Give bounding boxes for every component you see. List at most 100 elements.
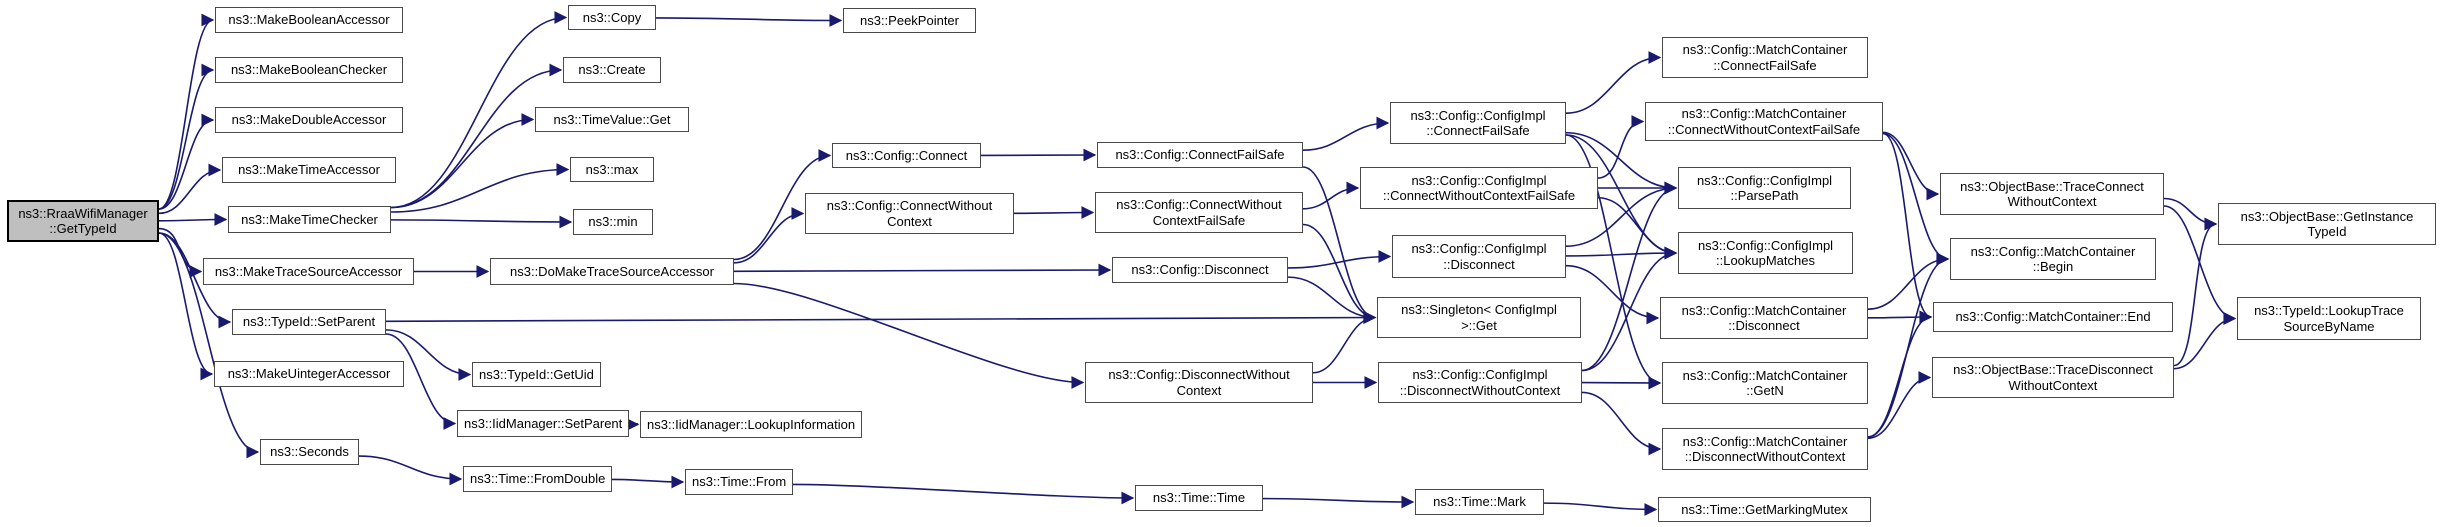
edge-matchcontainer-connect-without-context-failsafe--objectbase-traceconnect-without-context xyxy=(1882,131,1940,201)
graph-node-typeid-getuid[interactable]: ns3::TypeId::GetUid xyxy=(472,362,601,387)
graph-node-configimpl-connect-without-context-failsafe[interactable]: ns3::Config::ConfigImpl ::ConnectWithout… xyxy=(1360,167,1598,209)
edge-make-time-checker--timevalue-get xyxy=(390,113,535,209)
graph-node-objectbase-getinstancetypeid[interactable]: ns3::ObjectBase::GetInstance TypeId xyxy=(2218,203,2436,245)
graph-node-typeid-setparent[interactable]: ns3::TypeId::SetParent xyxy=(232,309,386,335)
edge-matchcontainer-disconnect--matchcontainer-end xyxy=(1867,310,1933,324)
edge-matchcontainer-disconnect-without-context--objectbase-tracedisconnect-without-context xyxy=(1867,371,1932,440)
edge-config-connect-without-context-failsafe--configimpl-connect-without-context-failsafe xyxy=(1302,181,1360,210)
edge-root-gettypeid--make-time-accessor xyxy=(158,163,222,215)
graph-node-min[interactable]: ns3::min xyxy=(573,209,653,235)
edge-iidmanager-setparent--iidmanager-lookupinformation xyxy=(626,418,640,431)
graph-node-make-boolean-checker[interactable]: ns3::MakeBooleanChecker xyxy=(215,57,403,83)
edge-root-gettypeid--make-boolean-accessor xyxy=(158,13,215,210)
edge-typeid-setparent--typeid-getuid xyxy=(385,329,472,381)
graph-node-configimpl-connectfailsafe[interactable]: ns3::Config::ConfigImpl ::ConnectFailSaf… xyxy=(1390,102,1566,144)
edge-root-gettypeid--seconds xyxy=(158,232,260,459)
edge-configimpl-disconnect--configimpl-lookupmatches xyxy=(1565,246,1678,260)
edge-configimpl-connectfailsafe--matchcontainer-connectfailsafe xyxy=(1565,51,1662,114)
graph-node-objectbase-tracedisconnect-without-context[interactable]: ns3::ObjectBase::TraceDisconnect Without… xyxy=(1932,357,2174,398)
graph-node-make-boolean-accessor[interactable]: ns3::MakeBooleanAccessor xyxy=(215,7,403,33)
graph-node-time-time[interactable]: ns3::Time::Time xyxy=(1135,485,1263,511)
edge-make-time-checker--create xyxy=(390,63,563,209)
graph-node-time-getmarkingmutex[interactable]: ns3::Time::GetMarkingMutex xyxy=(1658,497,1871,522)
edge-config-disconnect--configimpl-disconnect xyxy=(1287,250,1392,269)
edge-configimpl-disconnect-without-context--configimpl-lookupmatches xyxy=(1581,246,1678,372)
edge-make-time-checker--copy xyxy=(390,11,568,209)
edge-typeid-setparent--singleton-configimpl-get xyxy=(385,311,1377,324)
edge-root-gettypeid--make-time-checker xyxy=(158,213,228,226)
edge-seconds--time-fromdouble xyxy=(358,455,463,486)
graph-node-time-fromdouble[interactable]: ns3::Time::FromDouble xyxy=(463,466,613,492)
graph-node-make-trace-source-accessor[interactable]: ns3::MakeTraceSourceAccessor xyxy=(203,258,414,285)
edge-config-disconnect-without-context--singleton-configimpl-get xyxy=(1312,311,1377,374)
graph-node-copy[interactable]: ns3::Copy xyxy=(568,5,656,30)
graph-node-create[interactable]: ns3::Create xyxy=(563,57,661,83)
graph-node-time-mark[interactable]: ns3::Time::Mark xyxy=(1415,489,1544,515)
edge-time-time--time-mark xyxy=(1262,495,1415,509)
graph-node-seconds[interactable]: ns3::Seconds xyxy=(260,439,359,465)
graph-node-peekpointer[interactable]: ns3::PeekPointer xyxy=(843,8,976,33)
edge-make-time-checker--max xyxy=(390,163,570,213)
graph-node-configimpl-disconnect-without-context[interactable]: ns3::Config::ConfigImpl ::DisconnectWith… xyxy=(1378,362,1582,403)
graph-node-config-connectfailsafe[interactable]: ns3::Config::ConnectFailSafe xyxy=(1097,142,1303,168)
graph-node-iidmanager-lookupinformation[interactable]: ns3::IidManager::LookupInformation xyxy=(640,411,863,438)
edge-configimpl-connectfailsafe--configimpl-parsepath xyxy=(1565,131,1678,195)
edge-do-make-trace-source-accessor--config-disconnect xyxy=(733,263,1112,277)
graph-node-config-connect[interactable]: ns3::Config::Connect xyxy=(832,143,981,168)
graph-node-objectbase-traceconnect-without-context[interactable]: ns3::ObjectBase::TraceConnect WithoutCon… xyxy=(1940,173,2164,215)
edge-do-make-trace-source-accessor--config-disconnect-without-context xyxy=(733,282,1085,389)
edge-root-gettypeid--make-boolean-checker xyxy=(158,63,215,210)
edge-configimpl-disconnect--configimpl-parsepath xyxy=(1565,181,1678,248)
graph-node-iidmanager-setparent[interactable]: ns3::IidManager::SetParent xyxy=(457,410,630,437)
graph-node-config-disconnect[interactable]: ns3::Config::Disconnect xyxy=(1112,257,1288,283)
edge-configimpl-connect-without-context-failsafe--matchcontainer-connect-without-context-failsafe xyxy=(1597,115,1645,179)
graph-node-configimpl-disconnect[interactable]: ns3::Config::ConfigImpl ::Disconnect xyxy=(1392,235,1566,278)
edge-copy--peekpointer xyxy=(655,14,843,27)
edge-configimpl-connectfailsafe--matchcontainer-getn xyxy=(1565,134,1662,390)
edge-matchcontainer-connect-without-context-failsafe--matchcontainer-begin xyxy=(1882,132,1950,266)
graph-node-make-time-checker[interactable]: ns3::MakeTimeChecker xyxy=(228,206,391,233)
graph-node-configimpl-lookupmatches[interactable]: ns3::Config::ConfigImpl ::LookupMatches xyxy=(1678,232,1853,274)
graph-node-matchcontainer-connect-without-context-failsafe[interactable]: ns3::Config::MatchContainer ::ConnectWit… xyxy=(1645,102,1883,141)
graph-node-do-make-trace-source-accessor[interactable]: ns3::DoMakeTraceSourceAccessor xyxy=(490,258,734,285)
edge-objectbase-tracedisconnect-without-context--typeid-lookuptracesourcebyname xyxy=(2173,312,2237,370)
edge-configimpl-disconnect--matchcontainer-disconnect xyxy=(1565,264,1660,325)
edge-do-make-trace-source-accessor--config-connect-without-context xyxy=(733,207,805,264)
edge-time-from--time-time xyxy=(792,483,1135,505)
edge-config-connect-without-context--config-connect-without-context-failsafe xyxy=(1013,206,1095,219)
graph-node-make-uinteger-accessor[interactable]: ns3::MakeUintegerAccessor xyxy=(214,361,404,387)
graph-node-make-time-accessor[interactable]: ns3::MakeTimeAccessor xyxy=(222,157,396,183)
edge-configimpl-disconnect-without-context--matchcontainer-disconnect-without-context xyxy=(1581,391,1662,456)
edge-root-gettypeid--make-uinteger-accessor xyxy=(158,232,214,381)
graph-node-make-double-accessor[interactable]: ns3::MakeDoubleAccessor xyxy=(215,107,403,133)
graph-node-configimpl-parsepath[interactable]: ns3::Config::ConfigImpl ::ParsePath xyxy=(1678,167,1851,209)
graph-node-matchcontainer-getn[interactable]: ns3::Config::MatchContainer ::GetN xyxy=(1662,362,1868,404)
graph-node-matchcontainer-connectfailsafe[interactable]: ns3::Config::MatchContainer ::ConnectFai… xyxy=(1662,37,1868,78)
graph-node-config-connect-without-context[interactable]: ns3::Config::ConnectWithout Context xyxy=(805,193,1014,234)
edge-config-connectfailsafe--configimpl-connectfailsafe xyxy=(1302,116,1390,151)
edge-typeid-setparent--iidmanager-setparent xyxy=(385,333,457,430)
graph-node-matchcontainer-disconnect-without-context[interactable]: ns3::Config::MatchContainer ::Disconnect… xyxy=(1662,428,1868,470)
edge-make-time-checker--min xyxy=(390,215,573,229)
edge-matchcontainer-connect-without-context-failsafe--matchcontainer-end xyxy=(1882,132,1933,324)
edge-objectbase-traceconnect-without-context--objectbase-getinstancetypeid xyxy=(2163,197,2218,231)
edge-do-make-trace-source-accessor--config-connect xyxy=(733,149,832,261)
graph-node-matchcontainer-begin[interactable]: ns3::Config::MatchContainer ::Begin xyxy=(1950,238,2156,280)
graph-node-matchcontainer-end[interactable]: ns3::Config::MatchContainer::End xyxy=(1933,302,2173,332)
graph-node-config-disconnect-without-context[interactable]: ns3::Config::DisconnectWithout Context xyxy=(1085,362,1313,403)
graph-node-matchcontainer-disconnect[interactable]: ns3::Config::MatchContainer ::Disconnect xyxy=(1660,297,1868,339)
graph-node-config-connect-without-context-failsafe[interactable]: ns3::Config::ConnectWithout ContextFailS… xyxy=(1095,192,1303,233)
graph-node-typeid-lookuptracesourcebyname[interactable]: ns3::TypeId::LookupTrace SourceByName xyxy=(2237,297,2421,340)
edge-time-mark--time-getmarkingmutex xyxy=(1543,502,1658,516)
edge-configimpl-disconnect-without-context--configimpl-parsepath xyxy=(1581,181,1678,372)
edge-objectbase-tracedisconnect-without-context--objectbase-getinstancetypeid xyxy=(2173,217,2218,367)
graph-node-timevalue-get[interactable]: ns3::TimeValue::Get xyxy=(535,107,689,132)
graph-node-time-from[interactable]: ns3::Time::From xyxy=(685,469,794,495)
graph-node-root-gettypeid[interactable]: ns3::RraaWifiManager ::GetTypeId xyxy=(7,200,159,242)
edge-matchcontainer-disconnect-without-context--matchcontainer-end xyxy=(1867,310,1933,438)
graph-node-singleton-configimpl-get[interactable]: ns3::Singleton< ConfigImpl >::Get xyxy=(1377,297,1581,338)
graph-node-max[interactable]: ns3::max xyxy=(570,157,654,182)
edge-time-fromdouble--time-from xyxy=(611,475,685,489)
